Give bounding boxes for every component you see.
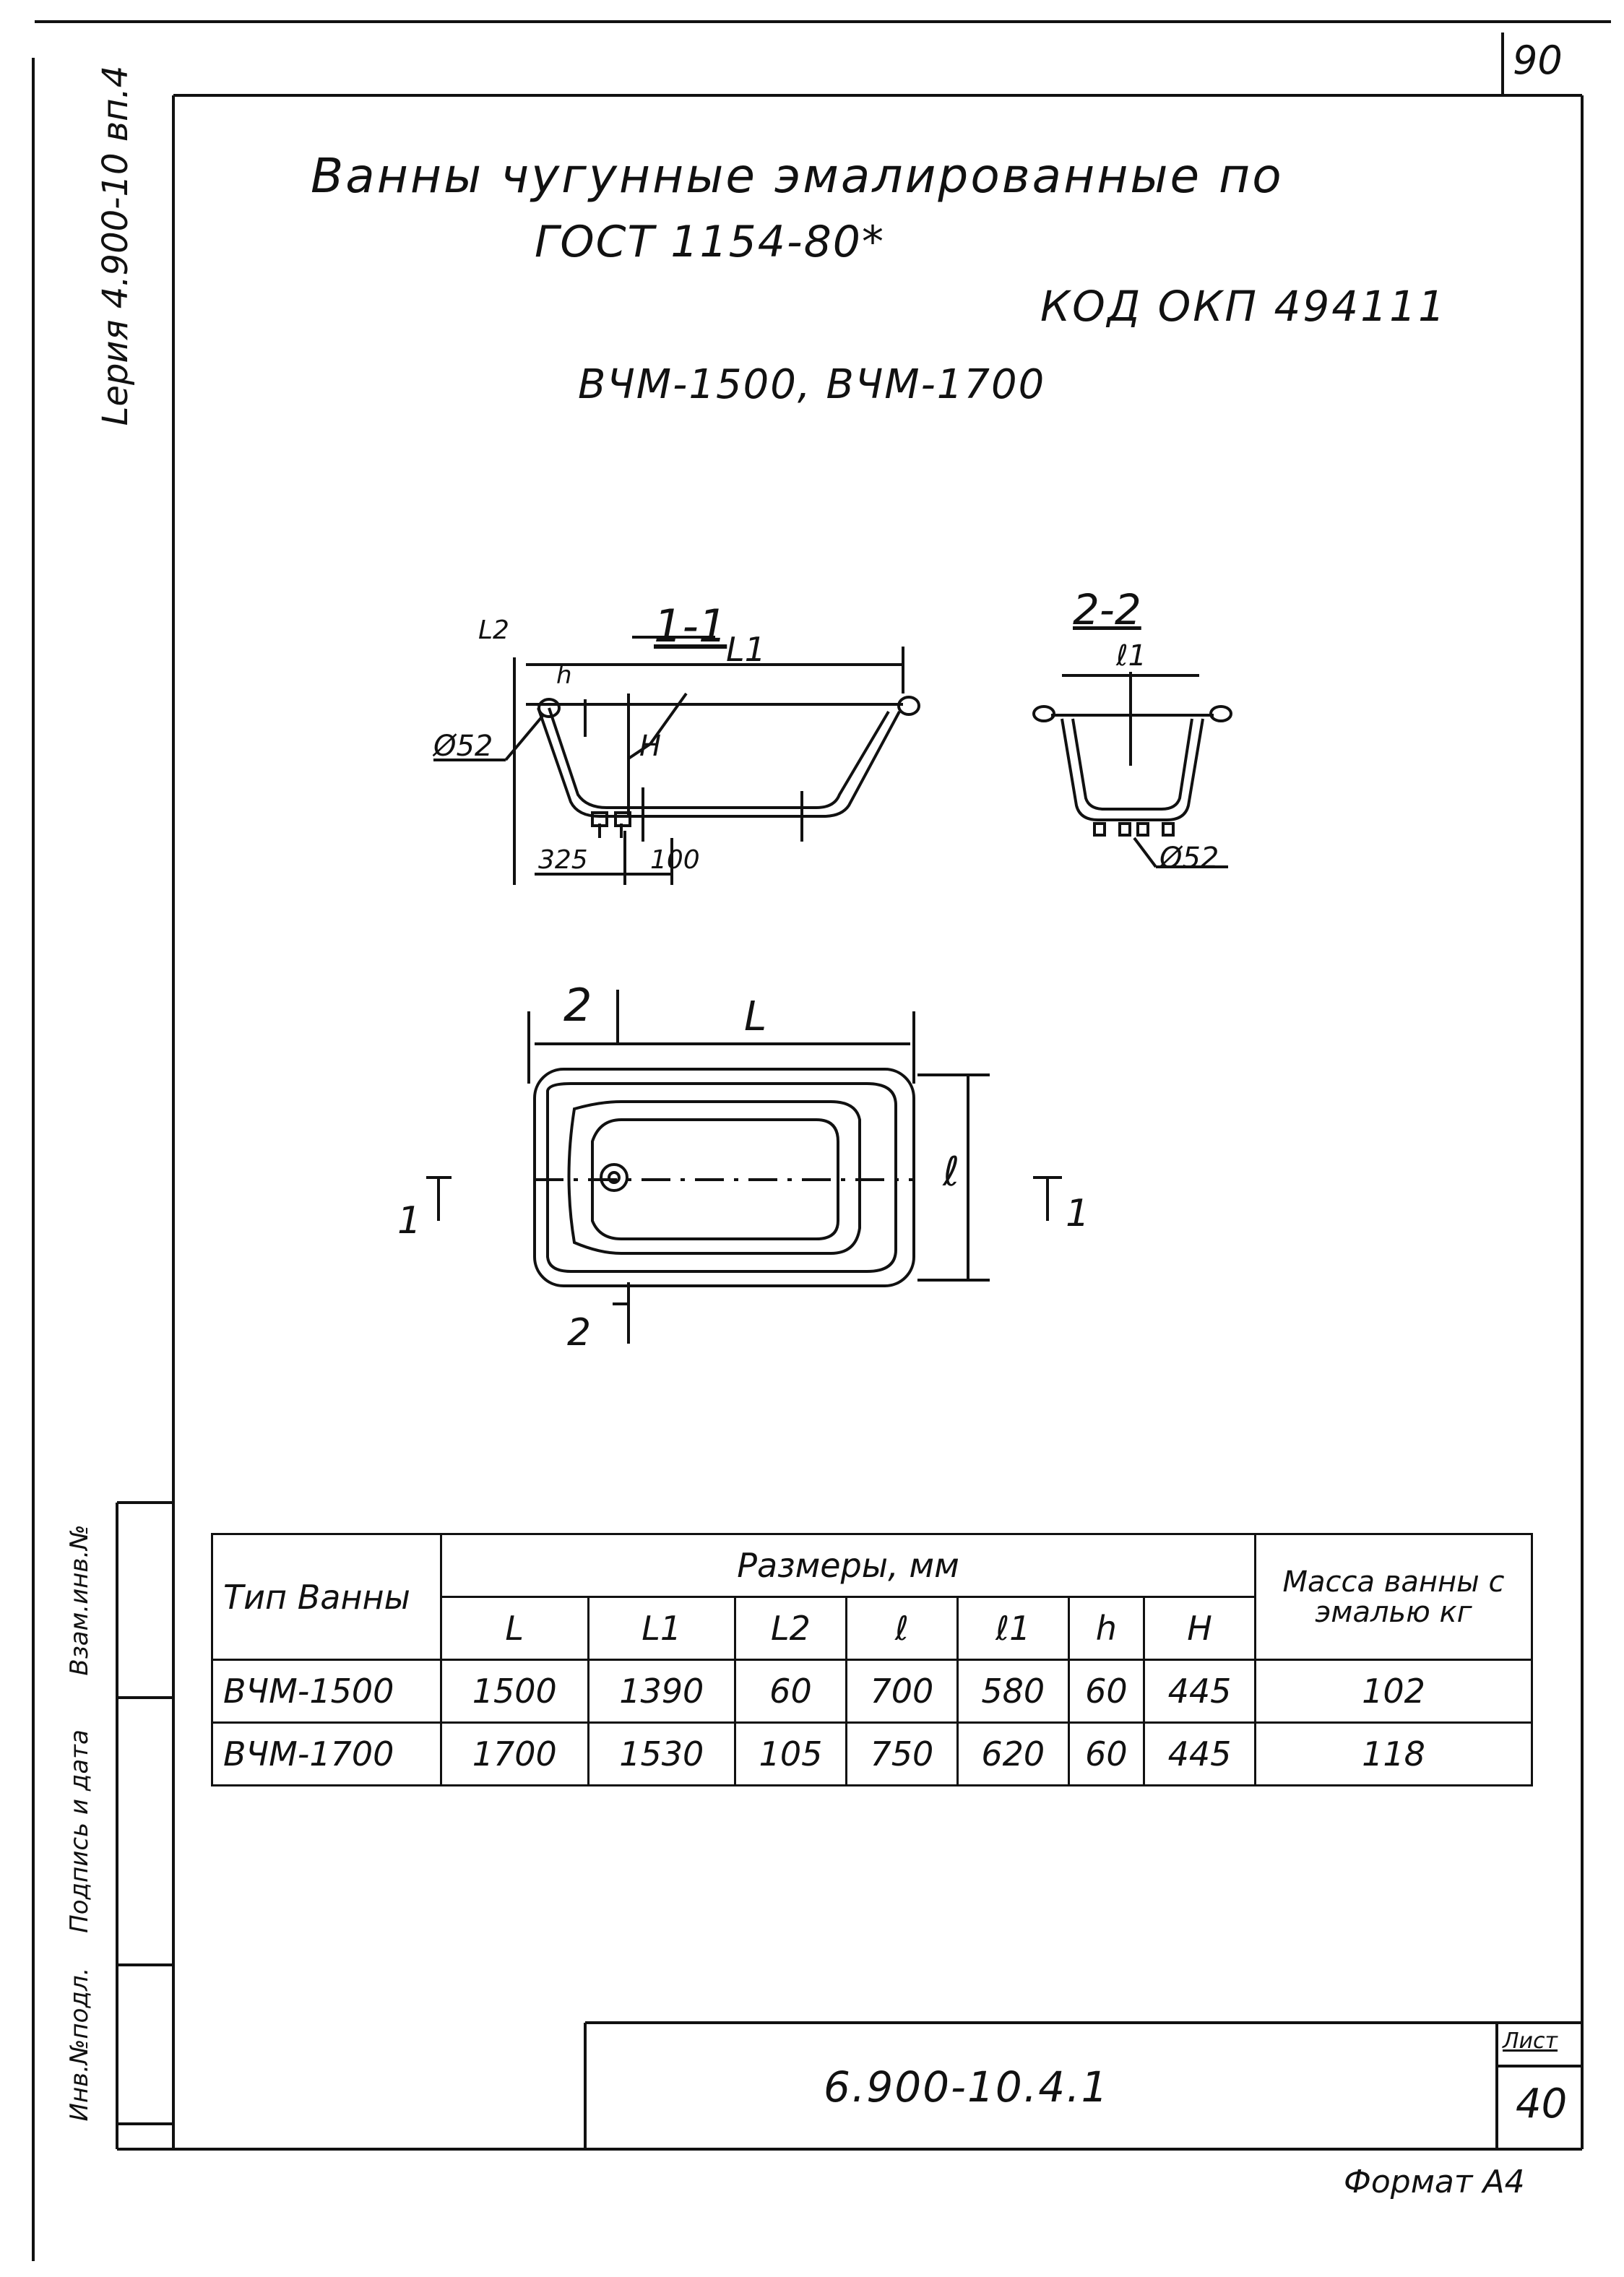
- col-H: H: [1143, 1596, 1256, 1661]
- cell-L: 1500: [440, 1659, 589, 1724]
- cell-L1: 1390: [587, 1659, 736, 1724]
- cell-L: 1700: [440, 1721, 589, 1786]
- diameter-52-right: Ø52: [1159, 842, 1219, 875]
- dim-325: 325: [538, 845, 588, 875]
- mark-2-top: 2: [563, 979, 592, 1032]
- col-L2: L2: [734, 1596, 847, 1661]
- cell-l1: 580: [956, 1659, 1070, 1724]
- table-row: ВЧМ-1500 1500 1390 60 700 580 60 445 102: [211, 1659, 1533, 1724]
- col-L: L: [440, 1596, 589, 1661]
- dim-100: 100: [650, 845, 700, 875]
- title-line-2: ГОСТ 1154-80*: [535, 217, 885, 267]
- dim-h-label: h: [556, 661, 572, 690]
- cell-H: 445: [1143, 1659, 1256, 1724]
- mark-1-right: 1: [1066, 1192, 1090, 1235]
- dim-H: H: [639, 730, 662, 763]
- cell-H: 445: [1143, 1721, 1256, 1786]
- section-1-1-label: 1-1: [654, 600, 727, 652]
- sheet-number: 40: [1516, 2081, 1568, 2127]
- cell-L1: 1530: [587, 1721, 736, 1786]
- cell-l: 700: [845, 1659, 959, 1724]
- cell-h: 60: [1067, 1721, 1146, 1786]
- header-sizes: Размеры, мм: [440, 1533, 1256, 1598]
- dimension-table: Тип Ванны Размеры, мм Масса ванны с эмал…: [211, 1533, 1533, 1786]
- sheet-label: Лист: [1503, 2028, 1558, 2054]
- cell-type: ВЧМ-1700: [211, 1721, 442, 1786]
- section-2-2-label: 2-2: [1073, 585, 1141, 634]
- cell-L2: 60: [734, 1659, 847, 1724]
- cell-l1: 620: [956, 1721, 1070, 1786]
- dim-L2: L2: [478, 615, 509, 645]
- col-l: ℓ: [845, 1596, 959, 1661]
- table-subheader-row: L L1 L2 ℓ ℓ1 h H: [212, 1596, 1532, 1661]
- header-type: Тип Ванны: [211, 1533, 442, 1661]
- cell-l: 750: [845, 1721, 959, 1786]
- cell-mass: 118: [1254, 1721, 1533, 1786]
- document-number: 6.900-10.4.1: [824, 2062, 1110, 2112]
- okp-code: КОД ОКП 494111: [1040, 282, 1447, 331]
- table-row: ВЧМ-1700 1700 1530 105 750 620 60 445 11…: [211, 1721, 1533, 1786]
- model-list: ВЧМ-1500, ВЧМ-1700: [578, 361, 1046, 408]
- table-header-row: Тип Ванны Размеры, мм Масса ванны с эмал…: [211, 1533, 1533, 1661]
- dim-l: ℓ: [943, 1149, 960, 1196]
- page-corner-number: 90: [1513, 38, 1563, 83]
- col-h: h: [1067, 1596, 1146, 1661]
- diameter-52-left: Ø52: [433, 730, 493, 763]
- header-mass: Масса ванны с эмалью кг: [1254, 1533, 1533, 1661]
- dim-L: L: [744, 993, 767, 1040]
- cell-L2: 105: [734, 1721, 847, 1786]
- dim-L1: L1: [726, 630, 766, 669]
- cell-h: 60: [1067, 1659, 1146, 1724]
- format-label: Формат А4: [1344, 2164, 1525, 2200]
- col-l1: ℓ1: [956, 1596, 1070, 1661]
- cell-type: ВЧМ-1500: [211, 1659, 442, 1724]
- dim-l1: ℓ1: [1116, 639, 1146, 673]
- col-L1: L1: [587, 1596, 736, 1661]
- cell-mass: 102: [1254, 1659, 1533, 1724]
- mark-2-bottom: 2: [567, 1311, 592, 1354]
- mark-1-left: 1: [397, 1199, 422, 1243]
- title-line-1: Ванны чугунные эмалированные по: [311, 148, 1284, 204]
